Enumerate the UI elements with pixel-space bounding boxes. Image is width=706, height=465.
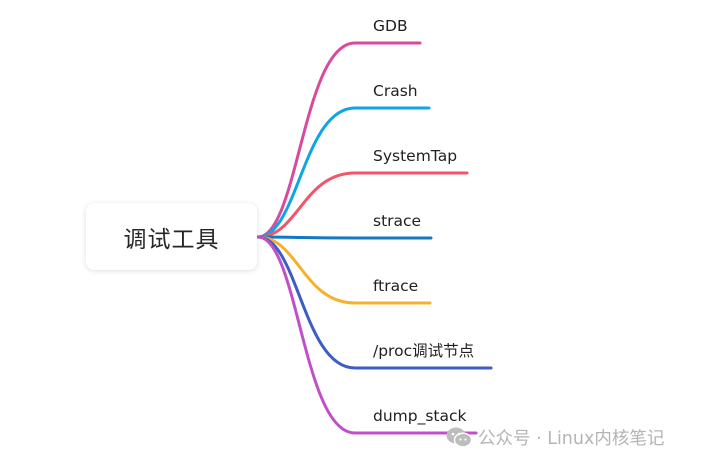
child-node-crash[interactable]: Crash: [373, 82, 418, 100]
child-node-systemtap[interactable]: SystemTap: [373, 147, 458, 165]
connector-systemtap: [256, 171, 469, 239]
connector-proc: [256, 235, 493, 370]
child-node-ftrace[interactable]: ftrace: [373, 277, 419, 295]
child-node-dump-stack[interactable]: dump_stack: [373, 407, 467, 425]
connector-gdb: [256, 41, 422, 239]
connector-dump-stack: [256, 235, 478, 435]
watermark: 公众号 · Linux内核笔记: [446, 426, 665, 449]
connector-ftrace: [256, 235, 432, 305]
connector-crash: [256, 106, 431, 239]
root-node[interactable]: 调试工具: [86, 203, 257, 270]
child-node-strace[interactable]: strace: [373, 212, 422, 230]
child-node-gdb[interactable]: GDB: [373, 17, 408, 35]
root-node-label: 调试工具: [123, 226, 220, 253]
connector-strace: [256, 235, 433, 240]
watermark-text: 公众号 · Linux内核笔记: [478, 428, 665, 449]
child-node-proc[interactable]: /proc调试节点: [373, 342, 475, 360]
wechat-icon: [446, 427, 472, 447]
